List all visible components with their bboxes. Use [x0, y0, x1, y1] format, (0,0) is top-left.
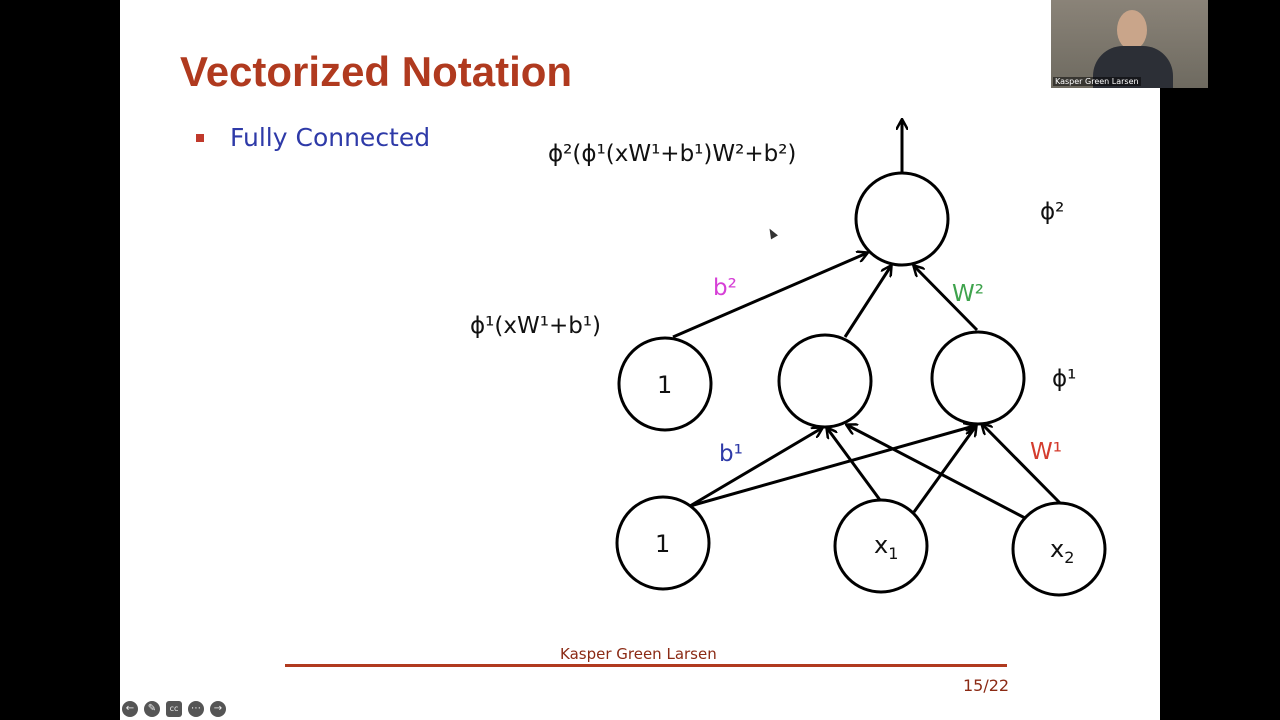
edge-h1-output [843, 266, 891, 338]
output-node [854, 171, 950, 267]
edge-bias-h1 [689, 428, 822, 508]
footer-divider [285, 664, 1007, 667]
edge-h2-output [914, 266, 979, 332]
b1-label: b¹ [719, 441, 743, 467]
phi1-label: ϕ¹ [1052, 366, 1077, 392]
input-bias-value: 1 [655, 530, 671, 558]
bullet-marker [196, 134, 204, 142]
hidden-bias-node [617, 336, 713, 432]
edge-x1-h2 [912, 426, 976, 513]
phi2-label: ϕ² [1040, 199, 1065, 225]
webcam-overlay: Kasper Green Larsen [1051, 0, 1208, 88]
more-icon[interactable]: ⋯ [188, 701, 204, 717]
input-x2-label: x2 [1050, 535, 1075, 567]
presenter-head [1117, 10, 1147, 50]
hidden-expression: ϕ¹(xW¹+b¹) [470, 313, 602, 339]
bullet-text: Fully Connected [230, 123, 431, 152]
hidden-node-1 [777, 333, 873, 429]
footer-author: Kasper Green Larsen [560, 645, 717, 663]
slide: Vectorized Notation Fully Connected [120, 0, 1160, 720]
page-number: 15/22 [963, 676, 1010, 695]
edge-bias-h2 [689, 426, 974, 508]
slide-title: Vectorized Notation [180, 48, 573, 95]
edge-x1-h1 [827, 428, 882, 501]
previous-arrow-icon[interactable]: ← [122, 701, 138, 717]
W1-label: W¹ [1030, 439, 1062, 465]
input-bias-node [615, 495, 711, 591]
edge-bias-output [672, 253, 867, 339]
input-node-x2 [1011, 501, 1107, 597]
edge-x2-h1 [847, 425, 1026, 520]
slide-controls: ← ✎ cc ⋯ → [122, 701, 226, 717]
edge-x2-h2 [982, 424, 1062, 505]
hidden-bias-value: 1 [657, 371, 673, 399]
input-x1-label: x1 [874, 531, 899, 563]
network-diagram [615, 0, 1107, 597]
W2-label: W² [952, 281, 984, 307]
next-arrow-icon[interactable]: → [210, 701, 226, 717]
pen-icon[interactable]: ✎ [144, 701, 160, 717]
b2-label: b² [713, 275, 737, 301]
webcam-name-label: Kasper Green Larsen [1053, 77, 1141, 86]
hidden-node-2 [930, 330, 1026, 426]
captions-icon[interactable]: cc [166, 701, 182, 717]
output-expression: ϕ²(ϕ¹(xW¹+b¹)W²+b²) [548, 141, 797, 167]
input-node-x1 [833, 498, 929, 594]
